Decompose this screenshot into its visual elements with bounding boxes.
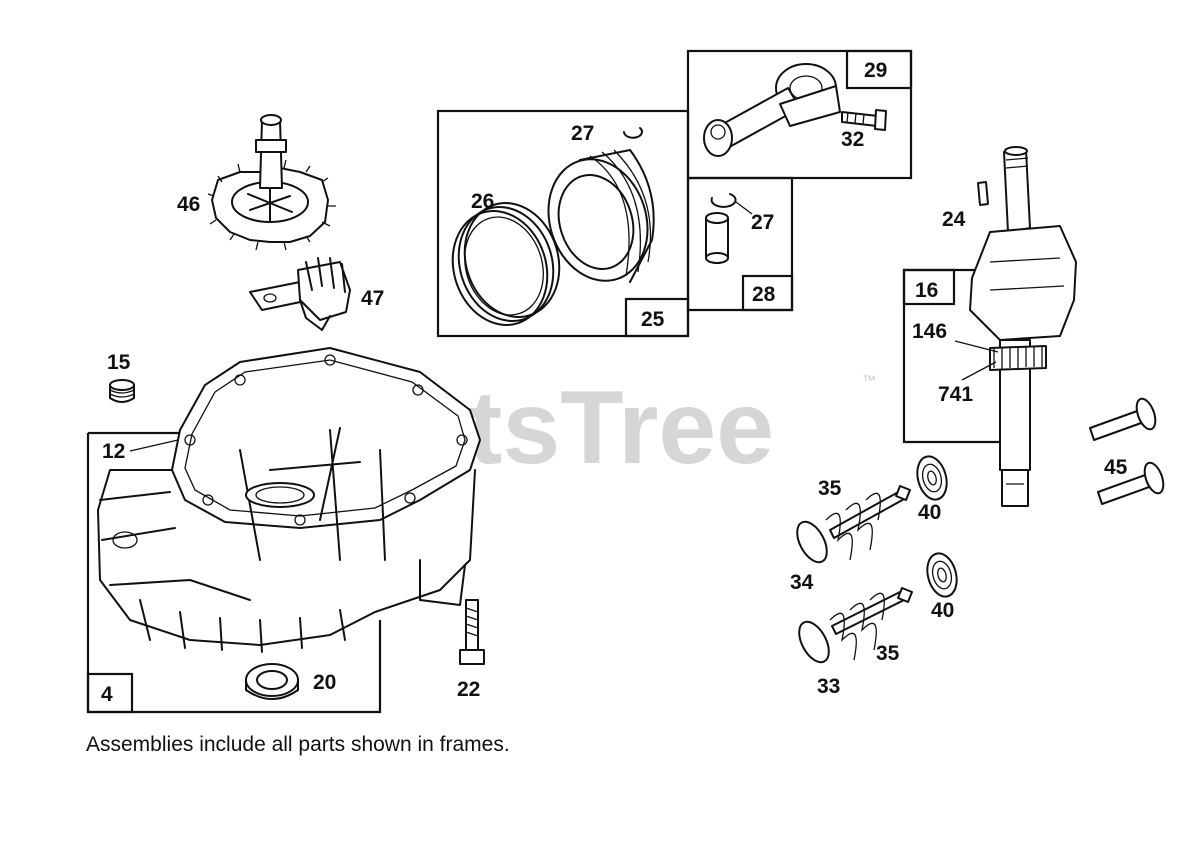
callout-27-piston: 27 [571,122,594,145]
callout-33: 33 [817,675,840,698]
frame-29-label: 29 [864,59,887,82]
callout-24: 24 [942,208,966,231]
leader-741 [961,361,997,381]
frame-16: 16 [902,268,1000,444]
callout-46: 46 [177,193,200,216]
key-part-24 [977,181,989,206]
frame-25-label: 25 [641,308,665,331]
plug-part-15 [109,379,135,403]
callout-26: 26 [471,190,494,213]
callout-32: 32 [841,128,864,151]
callout-34: 34 [790,571,814,594]
tappets-part-45 [1089,397,1165,505]
frame-28: 28 [686,176,794,312]
callout-146: 146 [912,320,947,343]
frame-4: 4 [86,431,382,714]
piston-pin [705,212,729,264]
callout-35-upper: 35 [818,477,842,500]
oil-seal-part-20 [245,663,299,700]
piston [547,149,655,283]
connecting-rod [703,63,841,157]
bolt-part-22 [459,599,485,665]
retainer-part-40a [916,455,948,501]
frame-4-label: 4 [101,683,113,706]
frame-28-label: 28 [752,283,776,306]
leader-146 [954,340,999,353]
callout-47: 47 [361,287,384,310]
callout-27-pin: 27 [751,211,774,234]
callout-15: 15 [107,351,131,374]
callout-22: 22 [457,678,480,701]
callout-40-lower: 40 [931,599,954,622]
rod-bolt-part-32 [841,109,887,131]
callout-35-lower: 35 [876,642,900,665]
leader-12 [129,439,179,452]
callout-12: 12 [102,440,125,463]
retainer-part-40b [926,552,958,598]
cam-gear-part-46 [207,114,336,251]
assemblies-note: Assemblies include all parts shown in fr… [86,733,510,756]
exhaust-valve-assembly [796,485,911,564]
watermark-trademark: ™ [862,372,876,388]
frame-29: 29 [686,49,913,180]
frame-25: 25 [436,109,690,338]
callout-20: 20 [313,671,336,694]
frame-16-label: 16 [915,279,938,302]
callout-45: 45 [1104,456,1128,479]
governor-part-47 [249,257,351,331]
crankcase-sump [97,347,481,653]
callout-741: 741 [938,383,973,406]
retaining-ring-part-27 [623,127,643,139]
callout-40-upper: 40 [918,501,941,524]
retaining-ring-part-27b [710,193,753,215]
intake-valve-assembly [798,587,913,664]
crankshaft [969,146,1077,507]
